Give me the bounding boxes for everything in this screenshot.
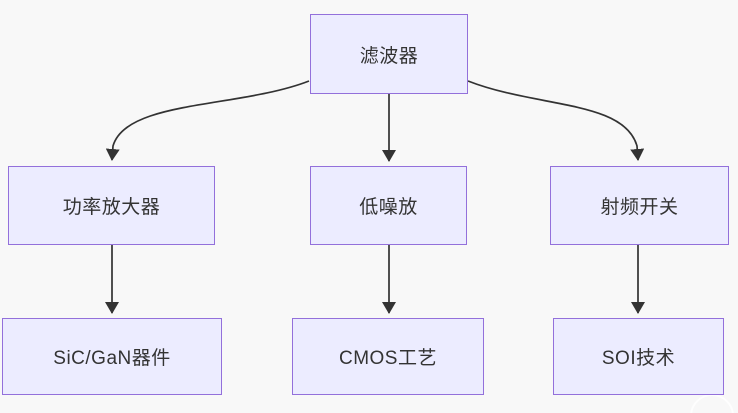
node-soi-technology-label: SOI技术 [601, 348, 676, 369]
node-cmos-process: CMOS工艺 [292, 318, 484, 395]
watermark-circle [690, 394, 734, 413]
node-sic-gan-devices-label: SiC/GaN器件 [53, 348, 171, 369]
node-cmos-process-label: CMOS工艺 [338, 348, 437, 369]
node-power-amplifier: 功率放大器 [8, 166, 215, 245]
node-filter: 滤波器 [310, 14, 468, 94]
node-sic-gan-devices: SiC/GaN器件 [2, 318, 222, 395]
node-soi-technology: SOI技术 [553, 318, 724, 395]
node-filter-label: 滤波器 [359, 45, 419, 67]
node-power-amplifier-label: 功率放大器 [62, 197, 161, 218]
node-low-noise-amplifier-label: 低噪放 [359, 197, 418, 218]
node-rf-switch: 射频开关 [550, 166, 729, 245]
node-low-noise-amplifier: 低噪放 [310, 166, 467, 245]
node-rf-switch-label: 射频开关 [600, 197, 679, 218]
edge-filter-to-rf-switch [467, 80, 645, 161]
edge-filter-to-pa [105, 80, 310, 161]
